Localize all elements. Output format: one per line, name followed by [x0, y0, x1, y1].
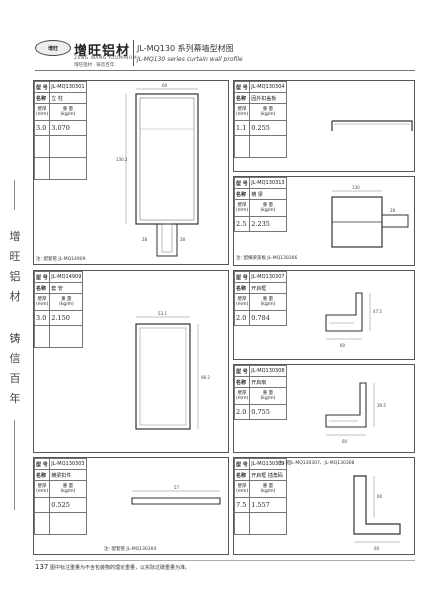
label-weight: 重 量(kg/m): [49, 480, 87, 498]
dim-label: 60: [162, 83, 168, 88]
profile-note: 注: 配横梁盖板 JL-MQ130306: [236, 256, 298, 261]
side-rule-top: [14, 180, 15, 210]
brand-name-en: ZENG WANG ALUMINUM: [74, 56, 138, 61]
dim-label: 60: [340, 343, 346, 348]
profile-drawing-p3: 130 28: [331, 185, 409, 248]
thickness-value: 2.0: [233, 404, 251, 420]
side-char: 百: [9, 372, 21, 385]
dim-label: 60: [342, 439, 348, 444]
side-char: 年: [9, 392, 21, 405]
profile-drawing-p1: 60 130.2 28 28: [116, 83, 199, 257]
page-number: 137: [35, 563, 49, 571]
label-name: 名称: [33, 282, 51, 294]
page-title: JL-MQ130 系列幕墙型材图: [137, 44, 234, 53]
side-char: 增: [9, 230, 21, 243]
footer-rule: [35, 560, 415, 561]
profile-drawing-p7: 57: [131, 485, 221, 505]
side-char: 铸: [9, 332, 21, 345]
label-thickness: 壁厚(mm): [233, 387, 251, 405]
dim-label: 60: [374, 546, 380, 551]
label-thickness: 壁厚(mm): [233, 199, 251, 217]
profile-drawing-p2: [331, 120, 413, 131]
brand-emblem-icon: 增旺: [35, 40, 71, 56]
dim-label: 47.5: [373, 309, 382, 314]
side-char: 材: [9, 290, 21, 303]
profile-note: 注: 配套管 JL-MQ130304: [104, 547, 157, 552]
dim-label: 39.5: [377, 403, 386, 408]
dim-label: 28: [142, 237, 148, 242]
weight-value: 2.235: [249, 216, 287, 232]
dim-label: 60: [377, 494, 383, 499]
dim-label: 98.2: [201, 375, 210, 380]
side-char: 旺: [9, 250, 21, 263]
profile-drawing-p4: 53.1 98.2: [135, 311, 210, 430]
dim-label: 130: [352, 185, 360, 190]
dim-label: 28: [390, 208, 396, 213]
header-divider: [133, 40, 134, 66]
brand-name: 增旺铝材: [74, 44, 131, 59]
thickness-value: 2.0: [233, 310, 251, 326]
dim-label: 130.2: [116, 157, 128, 162]
label-thickness: 壁厚(mm): [33, 103, 51, 121]
weight-value: 0.755: [249, 404, 287, 420]
profile-drawing-p8: 60 60: [353, 475, 401, 551]
profile-drawing-p5: 47.5 60: [325, 292, 382, 348]
header-rule: [35, 70, 415, 71]
page-subtitle: JL-MQ130 series curtain wall profile: [137, 56, 243, 63]
profile-drawing-p6: 39.5 60: [325, 382, 386, 444]
weight-value: 0.784: [249, 310, 287, 326]
dim-label: 28: [180, 237, 186, 242]
side-rule-bottom: [14, 420, 15, 510]
profile-note: 注: 配套管 JL-MQ14909: [36, 257, 86, 262]
brand-slogan: 增旺铝材 · 铸造百年: [74, 63, 115, 68]
dim-label: 53.1: [158, 311, 167, 316]
footer-note: 图中标注重量为不含包装物的理论重量，以实际过磅重量为准。: [50, 565, 191, 571]
side-char: 信: [9, 352, 21, 365]
profile-note: 注: 配JL-MQ130307、JL-MQ130308: [278, 461, 355, 466]
side-char: 铝: [9, 270, 21, 283]
label-name: 名称: [233, 282, 251, 294]
thickness-value: 2.5: [233, 216, 251, 232]
dim-label: 57: [174, 485, 180, 490]
